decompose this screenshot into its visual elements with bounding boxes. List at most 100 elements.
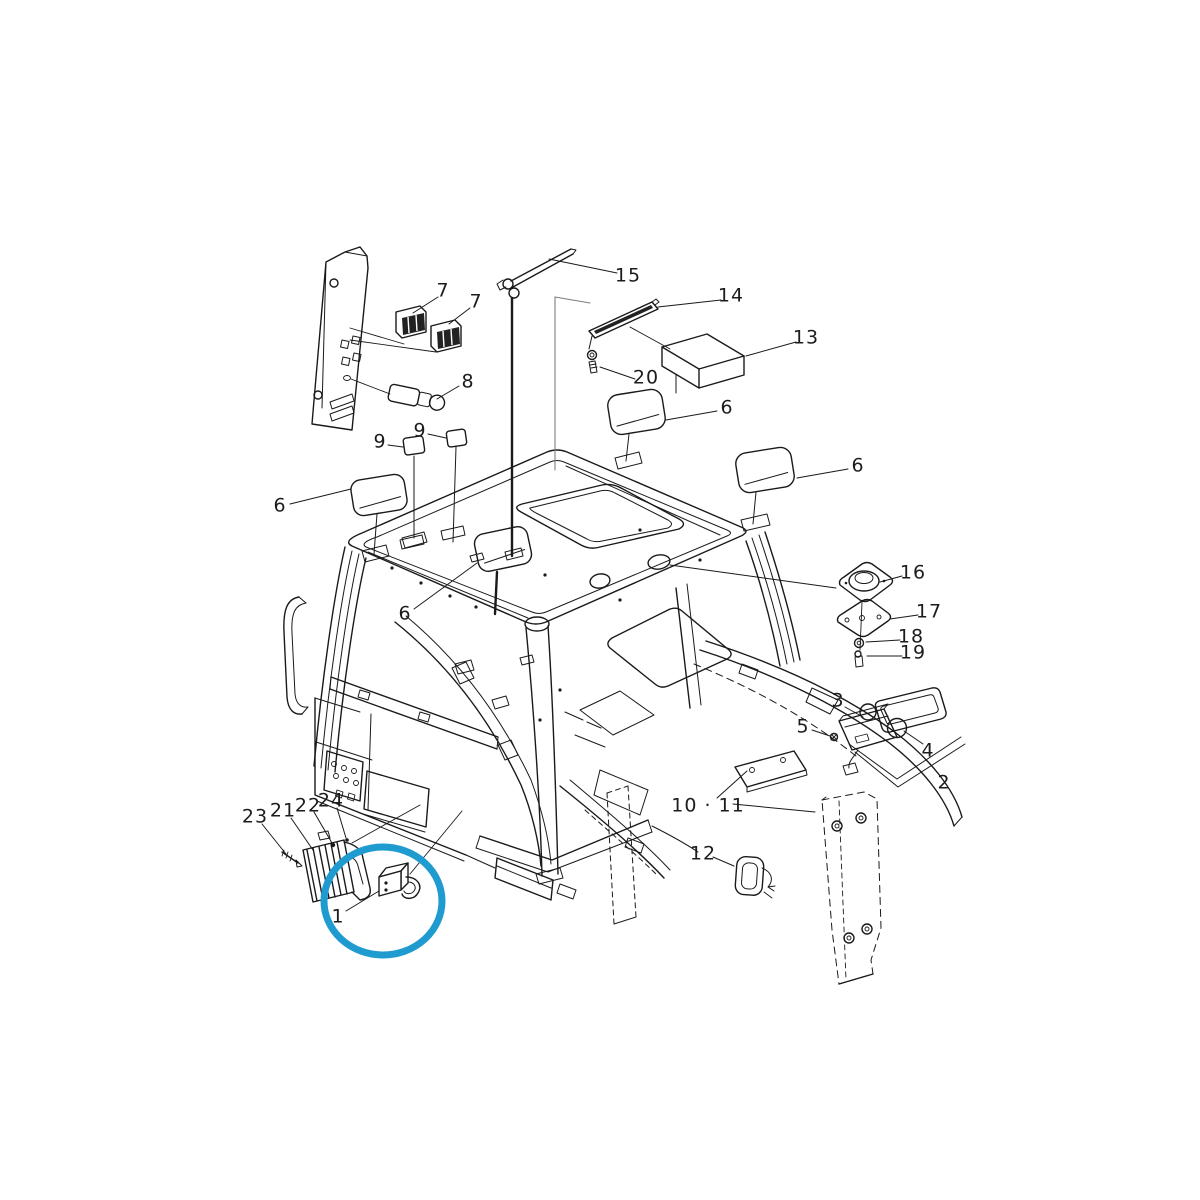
leader-line (844, 706, 864, 718)
part-callout-6-center: 6 (398, 562, 478, 625)
part-number-label: 21 (270, 800, 296, 822)
part-callout-6-right: 6 (796, 455, 864, 479)
part-callout-17: 17 (889, 601, 942, 623)
work-lamp (350, 473, 408, 563)
part-callout-14: 14 (657, 285, 744, 308)
leader-line (889, 614, 919, 620)
leader-line (261, 823, 287, 855)
part-callout-21: 21 (270, 800, 314, 851)
leader-line (796, 468, 849, 479)
leader-line (290, 817, 314, 851)
part-callout-5: 5 (796, 716, 831, 738)
beacon-base (669, 561, 894, 603)
left-pillar-cover (606, 785, 637, 925)
part-number-label: 1 (331, 906, 344, 928)
relay (378, 810, 463, 900)
bracket-plate (734, 750, 808, 793)
leader-line (436, 385, 460, 400)
right-fender (693, 640, 963, 827)
leader-line (811, 729, 831, 737)
rear-middle-pillar (675, 583, 702, 709)
bolt (330, 842, 336, 848)
part-callout-7-right: 7 (448, 291, 482, 325)
leader-line (865, 639, 901, 643)
rear-right-pillar (745, 531, 801, 667)
leader-line (716, 770, 748, 799)
part-number-label: 18 (898, 626, 924, 648)
part-number-label: 24 (318, 790, 344, 812)
part-number-label: 16 (900, 562, 926, 584)
washer-dot (345, 838, 349, 842)
part-number-label: 9 (373, 431, 386, 453)
part-number-label: 3 (831, 690, 844, 712)
part-number-label: 6 (273, 495, 286, 517)
part-callout-1: 1 (331, 890, 380, 928)
part-callout-12: 12 (690, 843, 735, 867)
left-fender (559, 779, 671, 879)
part-number-label: 12 (690, 843, 716, 865)
highlight-circle (320, 843, 446, 959)
leader-line (657, 299, 722, 308)
part-callout-8: 8 (436, 371, 474, 400)
part-callout-2: 2 (937, 772, 949, 794)
part-number-label: 8 (461, 371, 474, 393)
leader-line (289, 488, 352, 505)
washer (853, 637, 865, 649)
part-number-label: 7 (469, 291, 482, 313)
front-arch (394, 615, 552, 867)
lamp-bezel (874, 687, 947, 733)
part-number-label: 5 (796, 716, 809, 738)
bulb (829, 732, 839, 742)
front-left-pillar (313, 546, 367, 773)
part-number-label: 4 (921, 740, 934, 762)
part-callout-7-left: 7 (412, 280, 449, 314)
work-lamp (607, 388, 666, 470)
part-number-label: 19 (900, 642, 926, 664)
highlight-layer (320, 843, 446, 959)
part-callout-18: 18 (865, 626, 924, 648)
part-number-label: 9 (413, 420, 426, 442)
mount-plate-outline (848, 736, 966, 788)
front-lamp-assembly (302, 804, 421, 903)
part-number-label: 14 (718, 285, 744, 307)
tail-lamp (838, 703, 908, 776)
roof-hatch (516, 483, 685, 549)
work-lamp (735, 446, 795, 532)
part-callout-22: 22 (295, 795, 333, 844)
front-panel (314, 697, 467, 862)
antenna-rod (496, 248, 577, 561)
part-callout-24: 24 (318, 790, 347, 839)
part-number-label: 17 (916, 601, 942, 623)
leader-line (745, 341, 797, 357)
leader-line (412, 296, 439, 314)
leader-line (712, 856, 735, 867)
leader-line (879, 575, 903, 583)
work-lamp (473, 525, 533, 616)
part-number-label: 7 (436, 280, 449, 302)
wiper-blade (554, 296, 671, 471)
part-callout-3: 3 (831, 690, 864, 718)
part-number-label: 23 (242, 806, 268, 828)
leader-line (345, 890, 380, 912)
part-callout-13: 13 (745, 327, 819, 357)
switch (395, 305, 427, 339)
sensor-cylinder (387, 383, 446, 411)
grab-handle (283, 596, 309, 715)
control-box (661, 333, 745, 394)
mount-screw (281, 849, 303, 868)
leader-line (387, 444, 404, 448)
part-callout-10-11: 10 · 11 (671, 770, 816, 817)
part-number-label: 22 (295, 795, 321, 817)
cab-lamp (734, 855, 776, 899)
part-callout-23: 23 (242, 806, 287, 855)
leader-line (448, 307, 471, 325)
leader-line (903, 730, 924, 745)
part-number-label: 13 (793, 327, 819, 349)
wiper-screw (586, 349, 598, 374)
part-callout-9-left: 9 (373, 431, 404, 453)
leader-line (427, 433, 447, 439)
part-number-label: 6 (398, 603, 411, 625)
leader-line (665, 410, 718, 421)
